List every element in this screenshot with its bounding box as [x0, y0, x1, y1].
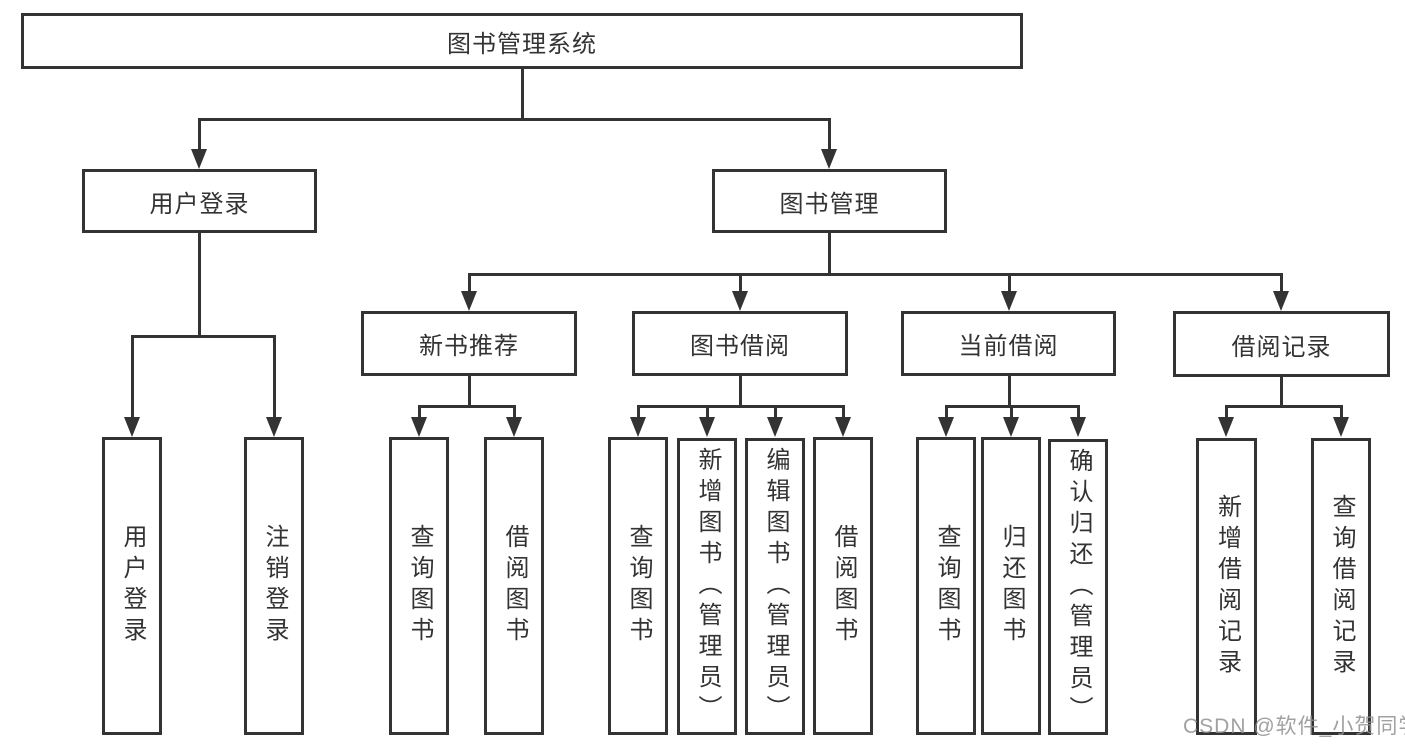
node-new-book-recommend-label: 新书推荐 — [419, 333, 519, 360]
arrow-down — [821, 149, 837, 169]
node-book-management: 图书管理 — [712, 169, 947, 233]
leaf-edit-books-admin-label: 编辑图书（管理员） — [762, 447, 789, 726]
connector-line — [1280, 377, 1283, 407]
leaf-add-books-admin-label: 新增图书（管理员） — [694, 447, 721, 726]
csdn-watermark: CSDN @软件_小贺同学 — [1183, 715, 1405, 738]
connector-line — [513, 405, 516, 419]
connector-line — [1225, 405, 1228, 419]
node-root: 图书管理系统 — [21, 13, 1023, 69]
leaf-user-login-label: 用户登录 — [119, 524, 146, 648]
leaf-confirm-return-admin: 确认归还（管理员） — [1048, 439, 1108, 735]
node-book-management-label: 图书管理 — [779, 190, 880, 218]
connector-line — [198, 118, 831, 121]
connector-line — [468, 273, 1282, 276]
leaf-borrow-books-label: 借阅图书 — [830, 524, 857, 648]
connector-line — [1008, 376, 1011, 407]
arrow-down — [1070, 417, 1086, 437]
node-root-label: 图书管理系统 — [447, 30, 597, 58]
arrow-down — [191, 149, 207, 169]
leaf-query-borrow-record: 查询借阅记录 — [1311, 438, 1371, 735]
connector-line — [1008, 273, 1011, 294]
connector-line — [706, 405, 709, 419]
leaf-recommend-borrow-books-label: 借阅图书 — [501, 524, 528, 648]
node-borrow-records: 借阅记录 — [1173, 311, 1390, 377]
arrow-down — [1218, 417, 1234, 437]
connector-line — [842, 405, 845, 419]
connector-line — [739, 273, 742, 294]
arrow-down — [461, 291, 477, 311]
connector-line — [739, 376, 742, 407]
connector-line — [1010, 405, 1013, 419]
arrow-down — [411, 417, 427, 437]
leaf-borrow-books: 借阅图书 — [813, 437, 873, 735]
connector-line — [198, 233, 201, 338]
node-book-borrow: 图书借阅 — [632, 311, 848, 376]
connector-line — [1077, 405, 1080, 419]
node-current-borrow: 当前借阅 — [901, 311, 1116, 376]
connector-line — [521, 69, 524, 121]
leaf-recommend-query-books-label: 查询图书 — [406, 524, 433, 648]
arrow-down — [835, 417, 851, 437]
node-book-borrow-label: 图书借阅 — [690, 333, 790, 360]
leaf-recommend-query-books: 查询图书 — [389, 437, 449, 735]
connector-line — [828, 118, 831, 151]
leaf-edit-books-admin: 编辑图书（管理员） — [745, 438, 805, 735]
connector-line — [131, 335, 276, 338]
arrow-down — [1003, 417, 1019, 437]
connector-line — [198, 118, 201, 151]
leaf-logout: 注销登录 — [244, 437, 304, 735]
connector-line — [828, 233, 831, 276]
leaf-add-books-admin: 新增图书（管理员） — [677, 438, 737, 735]
arrow-down — [732, 291, 748, 311]
connector-line — [468, 376, 471, 407]
leaf-add-borrow-record-label: 新增借阅记录 — [1213, 493, 1241, 680]
leaf-return-books: 归还图书 — [981, 437, 1041, 735]
leaf-logout-label: 注销登录 — [261, 524, 288, 648]
connector-line — [1280, 273, 1283, 294]
node-user-login: 用户登录 — [82, 169, 317, 233]
connector-line — [637, 405, 844, 408]
connector-line — [418, 405, 515, 408]
arrow-down — [266, 417, 282, 437]
arrow-down — [506, 417, 522, 437]
arrow-down — [767, 417, 783, 437]
arrow-down — [938, 417, 954, 437]
arrow-down — [124, 417, 140, 437]
leaf-query-borrow-record-label: 查询借阅记录 — [1328, 493, 1355, 680]
connector-line — [468, 273, 471, 294]
connector-line — [1340, 405, 1343, 419]
connector-line — [273, 335, 276, 419]
connector-line — [1225, 405, 1342, 408]
arrow-down — [1333, 417, 1349, 437]
connector-line — [131, 335, 134, 419]
arrow-down — [630, 417, 646, 437]
leaf-current-query-books-label: 查询图书 — [933, 524, 960, 648]
arrow-down — [699, 417, 715, 437]
node-user-login-label: 用户登录 — [149, 190, 250, 218]
node-borrow-records-label: 借阅记录 — [1231, 333, 1332, 361]
leaf-add-borrow-record: 新增借阅记录 — [1196, 438, 1257, 735]
leaf-borrow-query-books-label: 查询图书 — [625, 524, 652, 648]
leaf-borrow-query-books: 查询图书 — [608, 437, 668, 735]
arrow-down — [1273, 291, 1289, 311]
connector-line — [945, 405, 948, 419]
leaf-recommend-borrow-books: 借阅图书 — [484, 437, 544, 735]
connector-line — [418, 405, 421, 419]
node-new-book-recommend: 新书推荐 — [361, 311, 577, 376]
leaf-confirm-return-admin-label: 确认归还（管理员） — [1065, 447, 1092, 727]
connector-line — [637, 405, 640, 419]
arrow-down — [1001, 291, 1017, 311]
connector-line — [774, 405, 777, 419]
leaf-current-query-books: 查询图书 — [916, 437, 976, 735]
node-current-borrow-label: 当前借阅 — [958, 333, 1059, 360]
leaf-return-books-label: 归还图书 — [998, 524, 1025, 648]
leaf-user-login: 用户登录 — [102, 437, 162, 735]
